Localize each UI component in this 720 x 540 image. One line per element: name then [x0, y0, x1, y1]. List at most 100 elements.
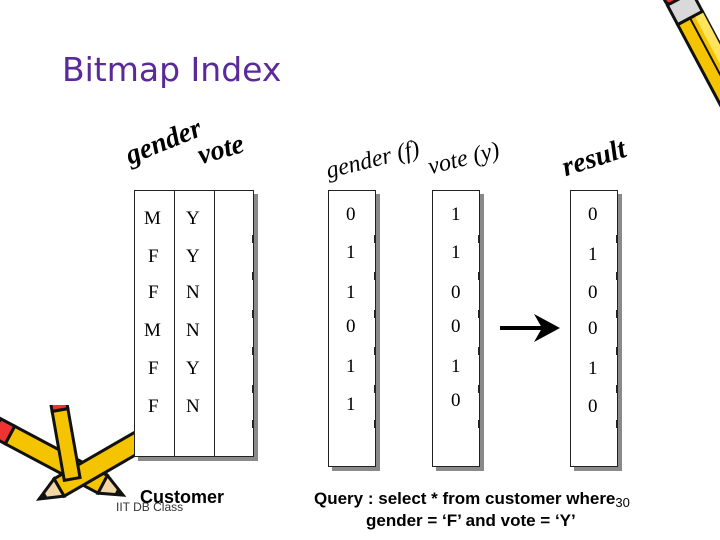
row-tick — [252, 385, 253, 393]
table-cell: Y — [186, 358, 200, 379]
bitmap-cell: 1 — [451, 356, 461, 377]
row-tick — [478, 347, 479, 355]
query-line-2: gender = ‘F’ and vote = ‘Y’ — [366, 511, 576, 530]
row-tick — [252, 420, 253, 428]
row-tick — [374, 420, 375, 428]
row-tick — [570, 272, 571, 280]
row-tick — [174, 420, 175, 428]
table-column-vote-left — [174, 190, 216, 457]
row-tick — [214, 385, 215, 393]
row-tick — [570, 235, 571, 243]
row-tick — [328, 420, 329, 428]
table-cell: F — [148, 246, 159, 267]
row-tick — [616, 347, 617, 355]
bitmap-column-gender-f — [328, 190, 376, 467]
query-text: Query : select * from customer where30 — [314, 489, 630, 510]
table-cell: M — [144, 208, 161, 229]
pencil-icon — [658, 0, 720, 124]
row-tick — [616, 272, 617, 280]
row-tick — [478, 420, 479, 428]
table-cell: Y — [186, 246, 200, 267]
row-tick — [570, 310, 571, 318]
row-tick — [214, 347, 215, 355]
row-tick — [214, 420, 215, 428]
row-tick — [478, 272, 479, 280]
query-line-1: Query : select * from customer where — [314, 489, 616, 508]
row-tick — [374, 310, 375, 318]
bitmap-cell: 0 — [588, 396, 598, 417]
row-tick — [328, 310, 329, 318]
bitmap-header-vote-y: vote (y) — [425, 137, 503, 181]
table-cell: F — [148, 358, 159, 379]
bitmap-cell: 1 — [588, 358, 598, 379]
row-tick — [616, 420, 617, 428]
table-cell: N — [186, 282, 200, 303]
table-cell: F — [148, 282, 159, 303]
row-tick — [252, 347, 253, 355]
bitmap-cell: 1 — [588, 244, 598, 265]
bitmap-cell: 0 — [346, 204, 356, 225]
bitmap-cell: 1 — [346, 282, 356, 303]
row-tick — [570, 385, 571, 393]
row-tick — [252, 235, 253, 243]
bitmap-cell: 1 — [346, 394, 356, 415]
row-tick — [174, 272, 175, 280]
table-cell: M — [144, 320, 161, 341]
row-tick — [432, 235, 433, 243]
row-tick — [328, 385, 329, 393]
row-tick — [570, 420, 571, 428]
row-tick — [328, 235, 329, 243]
table-caption: Customer — [140, 487, 225, 507]
bitmap-cell: 0 — [451, 390, 461, 411]
row-tick — [214, 235, 215, 243]
row-tick — [174, 385, 175, 393]
bitmap-cell: 0 — [588, 318, 598, 339]
row-tick — [432, 385, 433, 393]
row-tick — [174, 347, 175, 355]
slide-number: 30 — [615, 495, 630, 510]
row-tick — [252, 272, 253, 280]
right-arrow-icon — [500, 314, 560, 342]
table-cell: Y — [186, 208, 200, 229]
row-tick — [174, 235, 175, 243]
row-tick — [478, 235, 479, 243]
bitmap-cell: 1 — [346, 356, 356, 377]
row-tick — [134, 347, 135, 355]
row-tick — [134, 420, 135, 428]
row-tick — [374, 272, 375, 280]
table-column-gender — [134, 190, 176, 457]
bitmap-cell: 0 — [451, 316, 461, 337]
bitmap-cell: 0 — [588, 204, 598, 225]
table-cell: N — [186, 320, 200, 341]
bitmap-column-vote-y — [432, 190, 480, 467]
row-tick — [374, 385, 375, 393]
row-tick — [374, 235, 375, 243]
row-tick — [134, 385, 135, 393]
bitmap-cell: 0 — [451, 282, 461, 303]
row-tick — [134, 272, 135, 280]
row-tick — [328, 272, 329, 280]
row-tick — [478, 385, 479, 393]
bitmap-header-result: result — [558, 133, 630, 184]
table-column-vote-right — [214, 190, 254, 457]
row-tick — [134, 310, 135, 318]
bitmap-cell: 1 — [451, 204, 461, 225]
row-tick — [616, 235, 617, 243]
row-tick — [432, 310, 433, 318]
bitmap-cell: 0 — [588, 282, 598, 303]
row-tick — [616, 310, 617, 318]
row-tick — [478, 310, 479, 318]
bitmap-column-result — [570, 190, 618, 467]
row-tick — [214, 272, 215, 280]
bitmap-cell: 1 — [451, 242, 461, 263]
table-cell: N — [186, 396, 200, 417]
row-tick — [570, 347, 571, 355]
row-tick — [432, 272, 433, 280]
bitmap-header-gender-f: gender (f) — [323, 135, 423, 185]
bitmap-cell: 1 — [346, 242, 356, 263]
row-tick — [432, 420, 433, 428]
row-tick — [174, 310, 175, 318]
slide-title: Bitmap Index — [62, 50, 282, 89]
footer-text: IIT DB Class — [116, 500, 184, 514]
row-tick — [214, 310, 215, 318]
